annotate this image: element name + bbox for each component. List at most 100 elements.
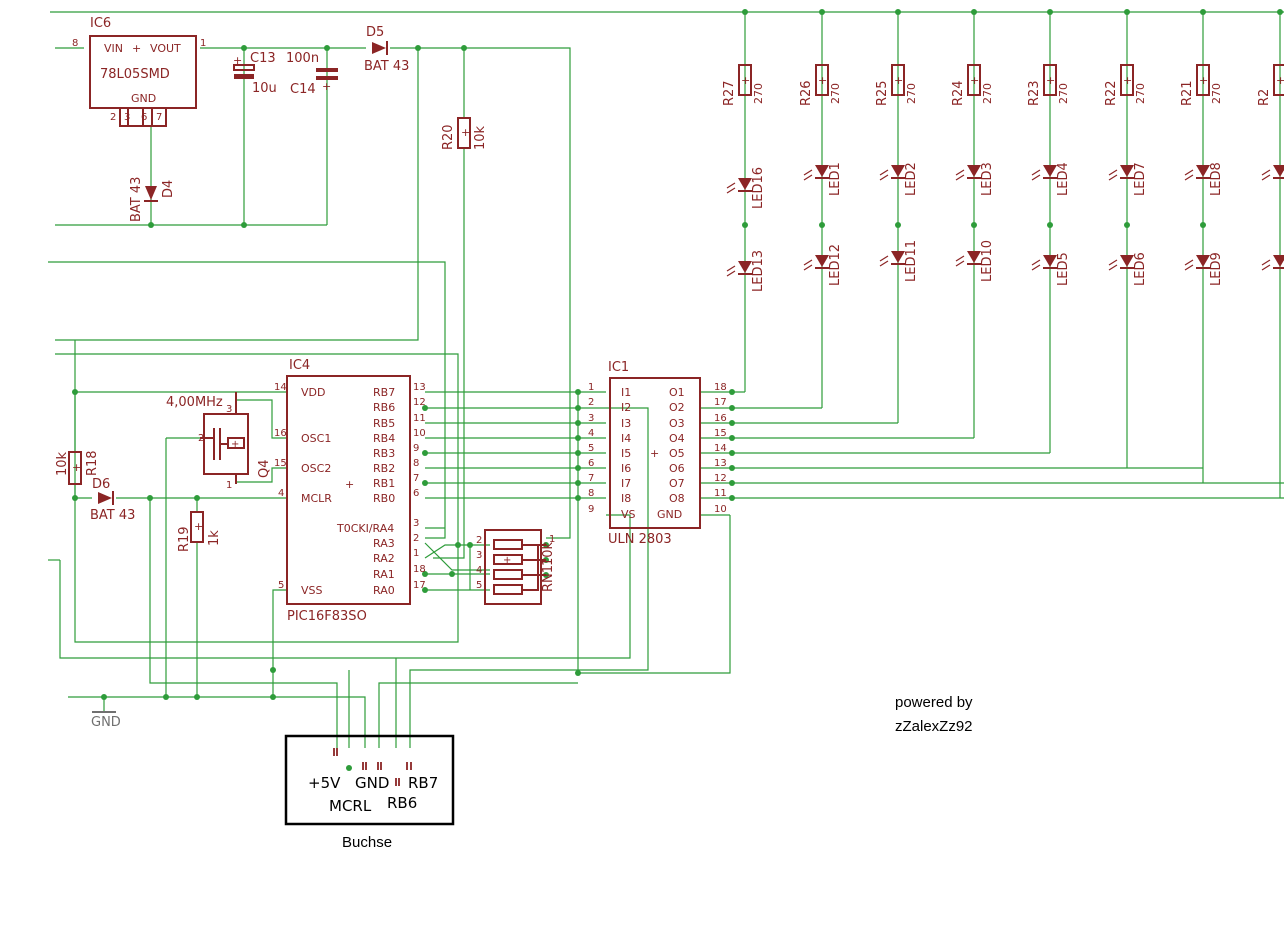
svg-text:I5: I5: [621, 447, 631, 460]
svg-text:10: 10: [714, 504, 727, 515]
svg-text:10: 10: [413, 428, 426, 439]
r19-name: R19: [177, 526, 192, 552]
svg-text:5: 5: [588, 443, 594, 454]
gnd-label: GND: [91, 715, 121, 730]
column-resistor-7: +R2: [1257, 64, 1284, 106]
svg-text:+: +: [132, 42, 141, 55]
svg-text:+: +: [231, 439, 239, 450]
led-bottom-5: LED6: [1108, 252, 1148, 286]
wires: [48, 11, 1284, 748]
column-resistor-value-5: 270: [1134, 83, 1147, 104]
svg-text:4: 4: [476, 565, 482, 576]
rn1-value: 10k: [541, 541, 556, 566]
svg-text:RB1: RB1: [373, 477, 395, 490]
svg-text:O7: O7: [669, 477, 685, 490]
svg-text:RA2: RA2: [373, 552, 395, 565]
svg-text:O1: O1: [669, 386, 685, 399]
diode-d4: BAT 43 D4: [129, 177, 176, 222]
svg-text:2: 2: [110, 112, 116, 123]
credit-line1: powered by: [895, 694, 973, 711]
c14-value: 100n: [286, 51, 319, 66]
led-bottom-label-0: LED13: [751, 250, 766, 292]
column-resistor-name-6: R21: [1180, 80, 1195, 106]
capacitor-c14: + 100n C14: [286, 51, 338, 97]
svg-text:+: +: [818, 74, 827, 87]
svg-text:+: +: [1276, 74, 1284, 87]
led-top-label-2: LED2: [904, 162, 919, 196]
column-resistor-value-0: 270: [752, 83, 765, 104]
svg-text:4: 4: [588, 428, 594, 439]
led-bottom-label-6: LED9: [1209, 252, 1224, 286]
led-top-3: LED3: [955, 162, 995, 196]
resistor-network-rn1: + 2 3 4 5 1 RN1 10k: [476, 529, 556, 605]
svg-text:+: +: [650, 447, 659, 460]
svg-text:3: 3: [413, 518, 419, 529]
svg-text:1: 1: [549, 534, 555, 545]
column-resistor-name-3: R24: [951, 80, 966, 106]
ic6-pin-out: 1: [200, 38, 206, 49]
svg-text:+: +: [1046, 74, 1055, 87]
svg-text:O2: O2: [669, 401, 685, 414]
svg-text:O5: O5: [669, 447, 685, 460]
d6-name: D6: [92, 477, 110, 492]
ic6-name: IC6: [90, 16, 111, 31]
c14-name: C14: [290, 82, 316, 97]
column-resistor-value-3: 270: [981, 83, 994, 104]
connector-title: Buchse: [342, 834, 392, 851]
c13-value: 10u: [252, 81, 277, 96]
svg-text:RB4: RB4: [373, 432, 395, 445]
svg-text:+: +: [233, 54, 242, 67]
svg-text:17: 17: [413, 580, 426, 591]
led-top-1: LED1: [803, 162, 843, 196]
svg-text:VS: VS: [621, 508, 636, 521]
credit-text: powered by zZalexZz92: [895, 694, 973, 735]
led-bottom-1: LED12: [803, 244, 843, 286]
svg-text:18: 18: [413, 564, 426, 575]
svg-text:I4: I4: [621, 432, 631, 445]
svg-text:O8: O8: [669, 492, 685, 505]
svg-text:I1: I1: [621, 386, 631, 399]
svg-text:14: 14: [274, 382, 287, 393]
svg-text:OSC2: OSC2: [301, 462, 331, 475]
svg-text:1: 1: [588, 382, 594, 393]
led-bottom-label-1: LED12: [828, 244, 843, 286]
ic6-gnd-label: GND: [131, 92, 156, 105]
svg-text:13: 13: [714, 458, 727, 469]
diode-d5: D5 BAT 43: [364, 25, 409, 74]
led-top-label-0: LED16: [751, 167, 766, 209]
svg-text:+: +: [72, 461, 81, 474]
ic4-name: IC4: [289, 358, 310, 373]
pin-rb7-label: RB7: [408, 774, 438, 792]
ic6-vin-label: VIN: [104, 42, 123, 55]
d4-value: BAT 43: [129, 177, 144, 222]
svg-text:T0CKI/RA4: T0CKI/RA4: [336, 522, 394, 535]
svg-text:3: 3: [476, 550, 482, 561]
svg-text:14: 14: [714, 443, 727, 454]
led-bottom-6: LED9: [1184, 252, 1224, 286]
svg-text:2: 2: [476, 535, 482, 546]
ic6-regulator: IC6 VIN + VOUT 78L05SMD GND 8 1 2 3 6 7: [72, 16, 206, 127]
svg-text:17: 17: [714, 397, 727, 408]
led-top-6: LED8: [1184, 162, 1224, 196]
junctions: [72, 9, 1283, 700]
svg-text:12: 12: [413, 397, 426, 408]
r20-name: R20: [441, 124, 456, 150]
ic6-pin-in: 8: [72, 38, 78, 49]
led-top-label-1: LED1: [828, 162, 843, 196]
svg-text:+: +: [503, 555, 511, 566]
svg-text:RB6: RB6: [373, 401, 395, 414]
svg-text:1: 1: [226, 480, 232, 491]
svg-text:O3: O3: [669, 417, 685, 430]
svg-text:5: 5: [476, 580, 482, 591]
r20-value: 10k: [473, 125, 488, 150]
svg-text:+: +: [194, 520, 203, 533]
svg-text:7: 7: [588, 473, 594, 484]
led-top-label-3: LED3: [980, 162, 995, 196]
led-bottom-3: LED10: [955, 240, 995, 282]
led-bottom-4: LED5: [1031, 252, 1071, 286]
svg-text:8: 8: [588, 488, 594, 499]
svg-text:+: +: [1123, 74, 1132, 87]
